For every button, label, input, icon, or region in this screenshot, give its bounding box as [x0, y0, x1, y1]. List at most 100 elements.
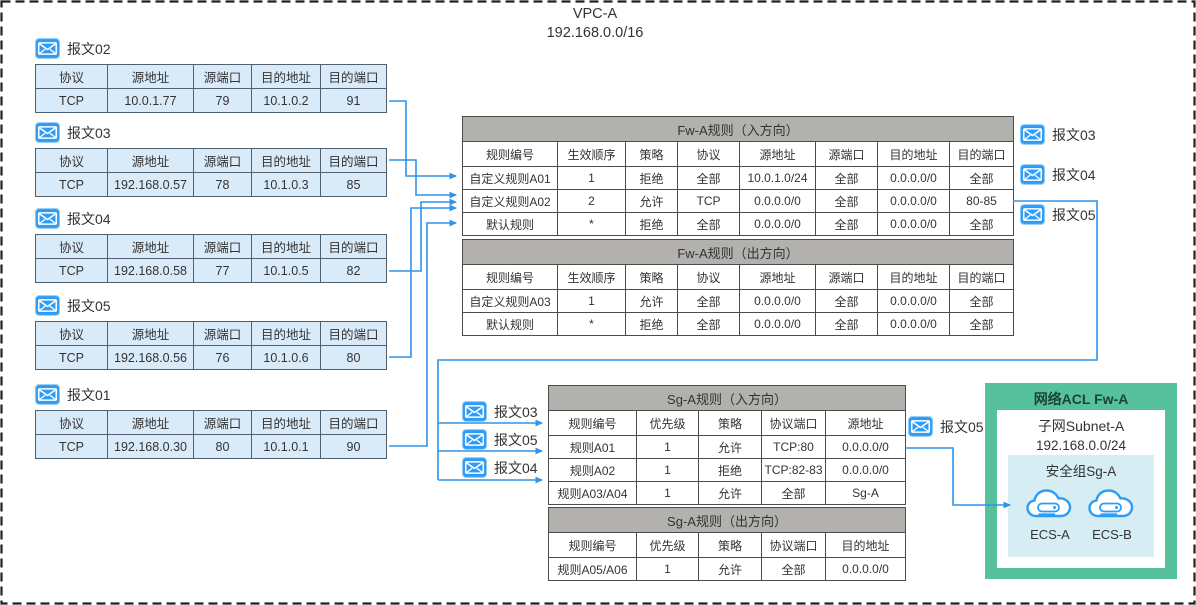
- ecs-b-label: ECS-B: [1092, 527, 1132, 542]
- cell: 0.0.0.0/0: [739, 312, 816, 336]
- envelope-icon: [35, 208, 60, 229]
- cell: 0.0.0.0/0: [877, 212, 950, 236]
- subnet-box: 子网Subnet-A 192.168.0.0/24 安全组Sg-A ECS-A …: [997, 410, 1165, 568]
- envelope-icon: [35, 384, 60, 405]
- column-header: 源端口: [815, 264, 878, 290]
- cell: 全部: [815, 166, 878, 190]
- table-header-row: 协议源地址源端口目的地址目的端口: [35, 321, 387, 346]
- cell: 10.0.1.0/24: [739, 166, 816, 190]
- packet-label-text: 报文04: [494, 459, 538, 476]
- packet-label: 报文03: [1020, 124, 1096, 145]
- cell: 0.0.0.0/0: [877, 166, 950, 190]
- cell: TCP: [35, 88, 108, 113]
- cell: 全部: [949, 289, 1014, 313]
- column-header: 目的端口: [320, 64, 387, 89]
- cell: 0.0.0.0/0: [877, 289, 950, 313]
- column-header: 源地址: [107, 64, 194, 89]
- packet-label-text: 报文05: [67, 297, 111, 314]
- cell: 全部: [677, 166, 740, 190]
- column-header: 目的端口: [320, 234, 387, 259]
- cell: 10.1.0.1: [251, 434, 321, 459]
- vpc-cidr: 192.168.0.0/16: [546, 25, 644, 42]
- column-header: 目的地址: [251, 410, 321, 435]
- table: Fw-A规则（出方向）规则编号生效顺序策略协议源地址源端口目的地址目的端口自定义…: [462, 239, 1014, 336]
- column-header: 目的地址: [251, 64, 321, 89]
- cell: 规则A03/A04: [548, 481, 637, 505]
- packet-label: 报文02: [35, 38, 111, 59]
- packet-label: 报文04: [35, 208, 111, 229]
- cell: 80: [193, 434, 252, 459]
- table-header-row: 规则编号生效顺序策略协议源地址源端口目的地址目的端口: [462, 141, 1014, 167]
- cell: TCP:82-83: [761, 458, 826, 482]
- table-title: Fw-A规则（出方向）: [462, 239, 1014, 265]
- wire-packet03-to-fw: [389, 159, 458, 199]
- cell: 0.0.0.0/0: [877, 312, 950, 336]
- cloud-icon: [1087, 486, 1137, 524]
- table: Fw-A规则（入方向）规则编号生效顺序策略协议源地址源端口目的地址目的端口自定义…: [462, 116, 1014, 236]
- column-header: 优先级: [636, 532, 699, 558]
- cell: TCP: [35, 172, 108, 197]
- envelope-icon: [35, 122, 60, 143]
- table-header-row: 协议源地址源端口目的地址目的端口: [35, 234, 387, 259]
- security-group-box: 安全组Sg-A ECS-A ECS-B: [1008, 455, 1154, 557]
- column-header: 源地址: [107, 148, 194, 173]
- cell: 默认规则: [462, 212, 558, 236]
- column-header: 规则编号: [462, 141, 558, 167]
- packet-label: 报文05: [908, 416, 984, 437]
- column-header: 源地址: [739, 264, 816, 290]
- column-header: 源端口: [193, 64, 252, 89]
- cell: 1: [636, 557, 699, 581]
- cell: 79: [193, 88, 252, 113]
- envelope-icon: [462, 401, 487, 422]
- table-header-row: 协议源地址源端口目的地址目的端口: [35, 64, 387, 89]
- column-header: 策略: [698, 410, 762, 436]
- column-header: 协议: [35, 321, 108, 346]
- column-header: 目的地址: [251, 148, 321, 173]
- packet-label-text: 报文05: [494, 431, 538, 448]
- column-header: 协议: [35, 148, 108, 173]
- cell: 允许: [698, 557, 762, 581]
- cell: 10.1.0.6: [251, 345, 321, 370]
- cell: 全部: [677, 289, 740, 313]
- cell: 全部: [949, 166, 1014, 190]
- column-header: 目的端口: [949, 264, 1014, 290]
- column-header: 目的端口: [949, 141, 1014, 167]
- envelope-icon: [1020, 204, 1045, 225]
- packet-label: 报文05: [1020, 204, 1096, 225]
- packet-label: 报文04: [462, 457, 538, 478]
- packet-label: 报文01: [35, 384, 111, 405]
- packet-label: 报文03: [462, 401, 538, 422]
- column-header: 源地址: [107, 410, 194, 435]
- envelope-icon: [1020, 164, 1045, 185]
- envelope-icon: [908, 416, 933, 437]
- cell: Sg-A: [825, 481, 906, 505]
- ecs-b-instance: ECS-B: [1087, 486, 1137, 542]
- cell: 76: [193, 345, 252, 370]
- cell: 规则A01: [548, 435, 637, 459]
- cell: TCP: [35, 434, 108, 459]
- cell: 0.0.0.0/0: [825, 435, 906, 459]
- column-header: 规则编号: [548, 410, 637, 436]
- vpc-title-block: VPC-A 192.168.0.0/16: [470, 5, 720, 43]
- cell: 0.0.0.0/0: [739, 189, 816, 213]
- cell: TCP: [35, 345, 108, 370]
- wire-packet04-to-fw: [389, 198, 458, 272]
- wire-packet01-to-fw: [389, 219, 458, 447]
- column-header: 目的地址: [877, 264, 950, 290]
- packet-label: 报文03: [35, 122, 111, 143]
- table-header-row: 规则编号生效顺序策略协议源地址源端口目的地址目的端口: [462, 264, 1014, 290]
- wire-packet05-to-fw: [389, 204, 458, 358]
- column-header: 目的地址: [251, 234, 321, 259]
- cell: *: [557, 312, 626, 336]
- cloud-icon: [1025, 486, 1075, 524]
